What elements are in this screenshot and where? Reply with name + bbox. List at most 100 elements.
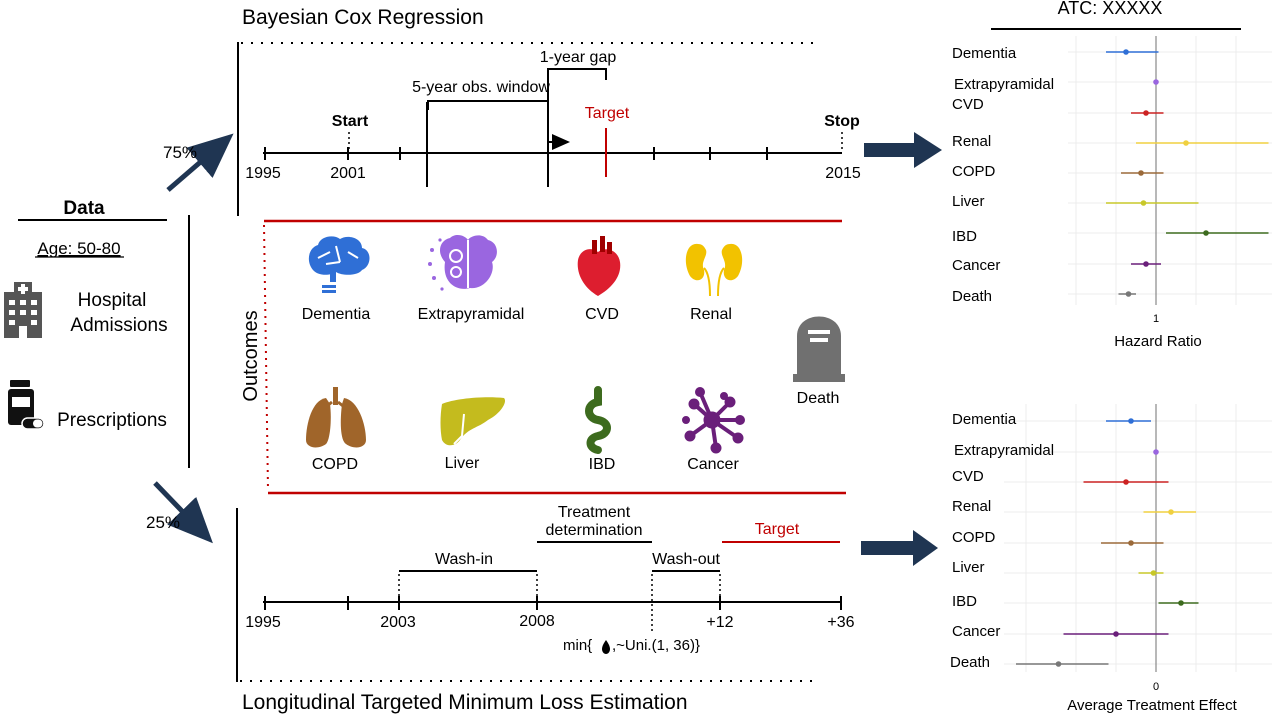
hr-point-cancer [1143, 261, 1149, 267]
hr-point-ibd [1203, 230, 1209, 236]
hr-gridlines [1068, 36, 1272, 305]
kidney-icon [685, 243, 743, 297]
cancer-cell-icon [682, 387, 745, 454]
lungs-icon [306, 387, 366, 448]
gap-label: 1-year gap [540, 49, 617, 66]
cox-panel: Bayesian Cox Regression 1995 2001 2015 S… [237, 6, 861, 216]
brain-gear-icon [428, 234, 497, 291]
brain-icon [308, 236, 370, 293]
start-label: Start [332, 113, 369, 130]
outcomes-panel: Outcomes Dementia Extrapyramidal CVD [240, 219, 846, 495]
ltmle-target-label: Target [755, 521, 800, 538]
ltmle-ticks [264, 596, 842, 610]
ate-label-dementia: Dementia [952, 411, 1017, 428]
liver-icon [440, 397, 506, 446]
ate-point-ibd [1178, 600, 1184, 606]
hr-x-tick: 1 [1153, 313, 1159, 325]
hr-label-liver: Liver [952, 193, 985, 210]
hr-label-copd: COPD [952, 163, 996, 180]
ate-point-copd [1128, 540, 1134, 546]
arrow-to-ltmle [153, 481, 213, 544]
drop-symbol-icon [602, 640, 610, 654]
hr-point-renal [1183, 140, 1189, 146]
treatment-label-2: determination [546, 522, 643, 539]
outcome-label-death: Death [797, 390, 840, 407]
hr-label-extrapyramidal: Extrapyramidal [954, 76, 1054, 93]
ate-point-death [1055, 661, 1062, 667]
hr-label-ibd: IBD [952, 228, 977, 245]
ate-label-copd: COPD [952, 529, 996, 546]
stop-label: Stop [824, 113, 860, 130]
hr-point-liver [1140, 200, 1147, 206]
ltmle-title: Longitudinal Targeted Minimum Loss Estim… [242, 691, 688, 714]
ltmle-tick-2008: 2008 [519, 613, 555, 630]
intestine-icon [585, 386, 611, 454]
gap-bracket [547, 68, 607, 80]
ate-point-cvd [1123, 479, 1129, 485]
ate-gridlines [1004, 404, 1272, 672]
ate-rows: DementiaExtrapyramidalCVDRenalCOPDLiverI… [950, 411, 1199, 671]
cox-tick-1995: 1995 [245, 165, 281, 182]
washin-label: Wash-in [435, 551, 493, 568]
heart-icon [577, 236, 621, 296]
ate-label-death: Death [950, 654, 990, 671]
data-title: Data [63, 198, 105, 219]
data-panel: Data Age: 50-80 Hospital Admissions Pres… [4, 198, 190, 468]
outcome-label-cvd: CVD [585, 306, 619, 323]
outcomes-title: Outcomes [240, 310, 262, 401]
hr-point-cvd [1143, 110, 1149, 116]
arrow-to-ate-chart [861, 530, 938, 566]
arrow-to-hr-chart [864, 132, 942, 168]
ate-label-cvd: CVD [952, 468, 984, 485]
outcome-label-copd: COPD [312, 456, 358, 473]
split-arrows: 75% 25% [146, 133, 234, 544]
ltmle-tick-plus36: +36 [827, 614, 854, 631]
ltmle-tick-2003: 2003 [380, 614, 416, 631]
result-arrows [861, 132, 942, 566]
hr-label-dementia: Dementia [952, 45, 1017, 62]
hr-label-cvd: CVD [952, 96, 984, 113]
age-range: Age: 50-80 [37, 239, 120, 258]
formula-suffix: ,~Uni.(1, 36)} [612, 637, 700, 654]
hr-label-cancer: Cancer [952, 257, 1000, 274]
outcome-label-liver: Liver [445, 455, 480, 472]
ate-label-ibd: IBD [952, 593, 977, 610]
tombstone-icon [793, 316, 845, 382]
split-bottom-pct: 25% [146, 513, 180, 532]
ate-label-extrapyramidal: Extrapyramidal [954, 442, 1054, 459]
hospital-label-2: Admissions [70, 315, 167, 336]
outcome-label-extrapyramidal: Extrapyramidal [418, 306, 525, 323]
hospital-icon [4, 282, 42, 338]
hr-point-death [1125, 291, 1132, 297]
ate-chart: DementiaExtrapyramidalCVDRenalCOPDLiverI… [950, 404, 1272, 714]
ate-point-renal [1168, 509, 1174, 515]
cox-target-label: Target [585, 105, 630, 122]
formula-prefix: min{ [563, 637, 592, 654]
cox-ticks [264, 147, 768, 160]
hr-label-death: Death [952, 288, 992, 305]
ate-point-liver [1150, 570, 1157, 576]
hr-chart-title: ATC: XXXXX [1058, 0, 1163, 18]
window-label: 5-year obs. window [412, 79, 550, 96]
pill-bottle-icon [8, 380, 45, 430]
ltmle-tick-1995: 1995 [245, 614, 281, 631]
hr-point-dementia [1123, 49, 1129, 55]
washout-label: Wash-out [652, 551, 720, 568]
cox-tick-2001: 2001 [330, 165, 366, 182]
ltmle-panel: Longitudinal Targeted Minimum Loss Estim… [236, 504, 855, 714]
ate-x-tick: 0 [1153, 681, 1159, 693]
ate-point-dementia [1128, 418, 1134, 424]
outcome-label-cancer: Cancer [687, 456, 739, 473]
outcomes-dotted-edge [263, 224, 269, 491]
cox-tick-2015: 2015 [825, 165, 861, 182]
hr-point-extrapyramidal [1153, 79, 1159, 85]
outcome-label-renal: Renal [690, 306, 732, 323]
ate-label-renal: Renal [952, 498, 991, 515]
hr-x-label: Hazard Ratio [1114, 333, 1202, 350]
ate-point-cancer [1113, 631, 1119, 637]
prescriptions-label: Prescriptions [57, 410, 167, 431]
hr-label-renal: Renal [952, 133, 991, 150]
